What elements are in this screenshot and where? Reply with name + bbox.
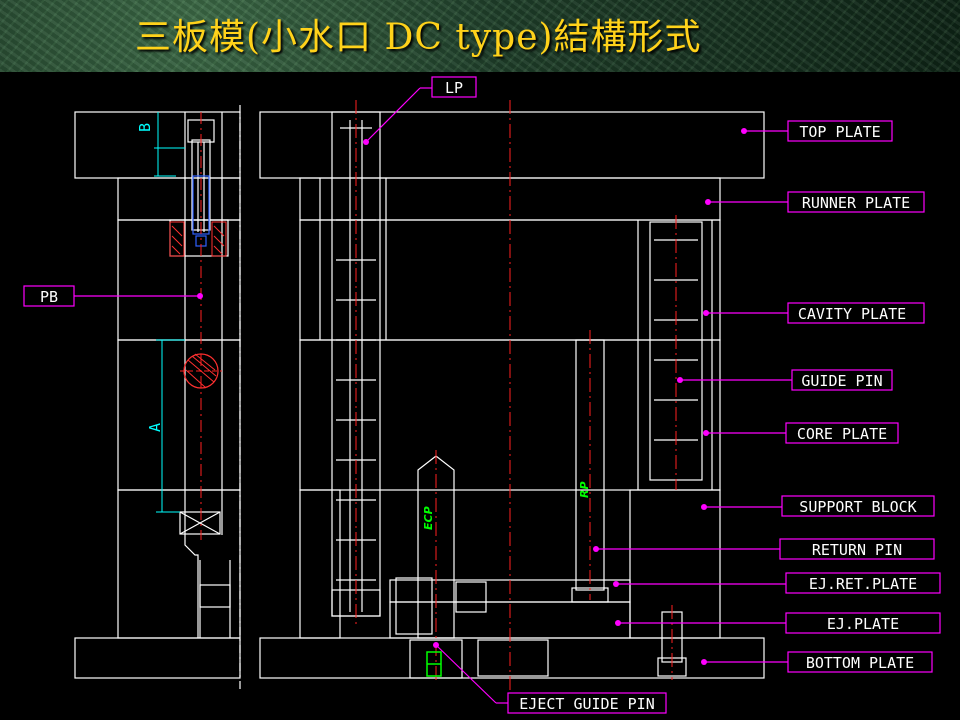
leader-lines	[74, 87, 792, 704]
bottom-plate	[259, 637, 765, 679]
ej-plate-label: EJ.PLATE	[827, 615, 899, 633]
callout-boxes	[23, 76, 941, 714]
runner-plate-label: RUNNER PLATE	[802, 194, 910, 212]
slide-title: 三板模(小水口 DC type)結構形式	[135, 17, 702, 58]
top-plate	[259, 111, 765, 179]
left-section-view	[74, 105, 241, 690]
leader-dots	[197, 128, 747, 665]
rp-mark: RP	[578, 481, 591, 498]
lp-label: LP	[445, 79, 463, 97]
support-block-label: SUPPORT BLOCK	[799, 498, 916, 516]
return-pin-label: RETURN PIN	[812, 541, 902, 559]
dimension-a-label: A	[146, 423, 164, 432]
ecp-mark: ECP	[422, 506, 435, 530]
cavity-plate-label: CAVITY PLATE	[798, 305, 906, 323]
pb-label: PB	[40, 288, 58, 306]
ej-ret-plate-label: EJ.RET.PLATE	[809, 575, 917, 593]
dimension-lines	[154, 112, 185, 513]
dimension-b-label: B	[136, 123, 154, 132]
mold-diagram: B A	[23, 76, 941, 714]
top-plate-label: TOP PLATE	[799, 123, 880, 141]
left-section-hatch	[169, 112, 227, 540]
part-marks: ECP RP	[422, 481, 591, 677]
centerlines	[355, 100, 677, 690]
callout-labels: LP PB TOP PLATE RUNNER PLATE CAVITY PLAT…	[40, 79, 917, 713]
bottom-plate-label: BOTTOM PLATE	[806, 654, 914, 672]
core-plate-label: CORE PLATE	[797, 425, 887, 443]
support-block-right	[629, 489, 721, 639]
title-bar: 三板模(小水口 DC type)結構形式	[0, 0, 960, 72]
eject-guide-pin-label: EJECT GUIDE PIN	[519, 695, 654, 713]
main-section-view	[259, 111, 765, 679]
guide-pin-label: GUIDE PIN	[801, 372, 882, 390]
